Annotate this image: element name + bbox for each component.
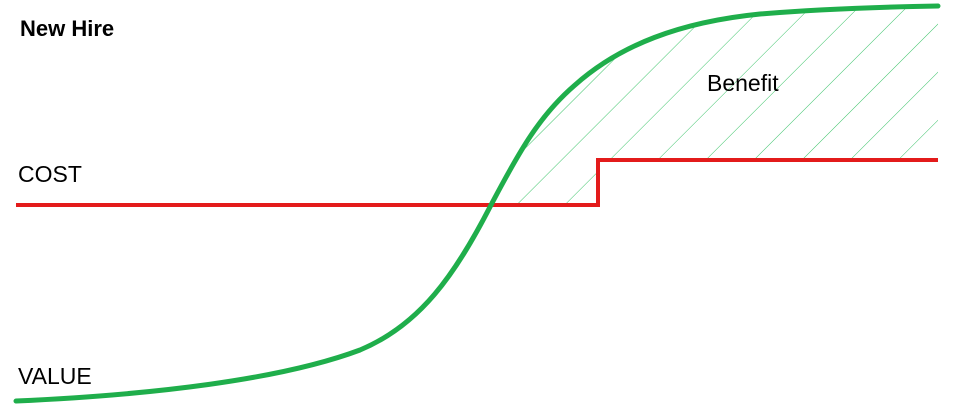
diagram-title: New Hire [20,16,115,41]
cost-label: COST [18,161,82,187]
value-curve [13,3,941,404]
value-label: VALUE [18,363,92,389]
benefit-label: Benefit [707,70,779,96]
cost-line [16,158,938,207]
